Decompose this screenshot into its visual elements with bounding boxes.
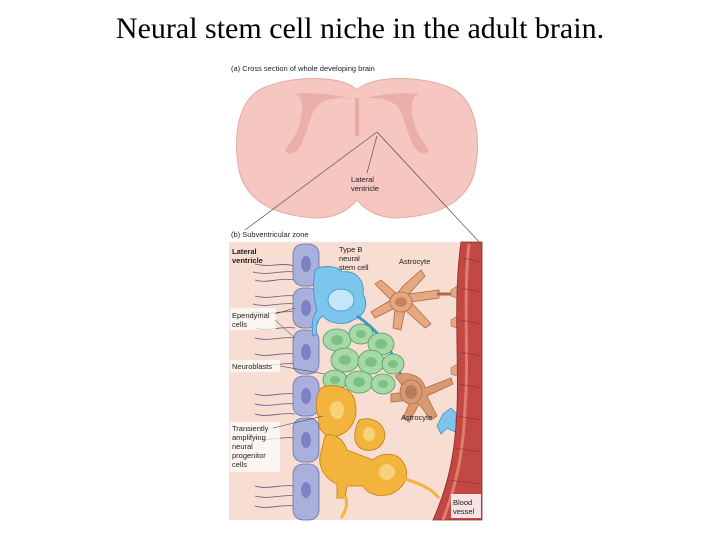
blood-vessel-label-bg [451,494,481,518]
label-blood-1: Blood [453,498,472,507]
panel-a-caption: (a) Cross section of whole developing br… [231,64,375,73]
astrocyte-top-nucleus [395,297,407,307]
slide-title: Neural stem cell niche in the adult brai… [115,12,605,45]
ventricle-label-line2: ventricle [351,184,379,193]
label-blood-2: vessel [453,507,475,516]
progenitor-process [339,495,349,519]
left-ventricle-shape [285,93,355,154]
neuroblast-cluster [322,323,405,395]
tap-label-bg [230,422,280,472]
label-astrocyte-bottom: Astrocyte [401,413,432,422]
label-tap-2: amplifying [232,433,266,442]
label-ependymal-2: cells [232,320,247,329]
ventricle-pointer [366,135,378,174]
vessel-lumen-highlight [441,243,471,521]
zoom-line-left [244,131,378,231]
brain-cross-section [236,77,478,219]
neural-stem-cell-niche-figure: (a) Cross section of whole developing br… [225,58,490,526]
neuroblasts-pointer [279,365,326,375]
neuroblast-nuclei [330,330,398,388]
label-neuroblasts: Neuroblasts [232,362,272,371]
tap-pointer [272,415,324,429]
stem-cell-nucleus [327,288,355,312]
label-lateral-ventricle-1: Lateral [232,247,257,256]
label-type-b-1: Type B [339,245,362,254]
label-tap-1: Transiently [232,424,269,433]
ependymal-pointer-1 [274,307,296,315]
ventricle-label-line1: Lateral [351,175,374,184]
right-ventricle-shape [359,93,429,154]
astrocyte-bottom-nucleus [405,385,417,399]
progenitor-process-2 [400,476,441,499]
label-astrocyte-top: Astrocyte [399,257,430,266]
ependymal-cells [292,243,320,521]
zoom-line-right [376,131,482,245]
label-tap-3: neural [232,442,253,451]
label-ependymal-1: Ependymal [232,311,270,320]
ependymal-pointer-2 [274,319,296,339]
label-lateral-ventricle-2: ventricle [232,256,263,265]
vessel-stripes [448,257,482,485]
label-type-b-2: neural [339,254,360,263]
panel-b-caption: (b) Subventricular zone [231,230,309,239]
progenitor-nuclei [330,401,395,480]
label-tap-4: progenitor [232,451,266,460]
ependymal-label-bg [230,308,276,330]
label-tap-5: cells [232,460,247,469]
ependymal-nuclei [301,256,311,498]
label-type-b-3: stem cell [339,263,369,272]
neuroblasts-label-bg [230,360,280,372]
